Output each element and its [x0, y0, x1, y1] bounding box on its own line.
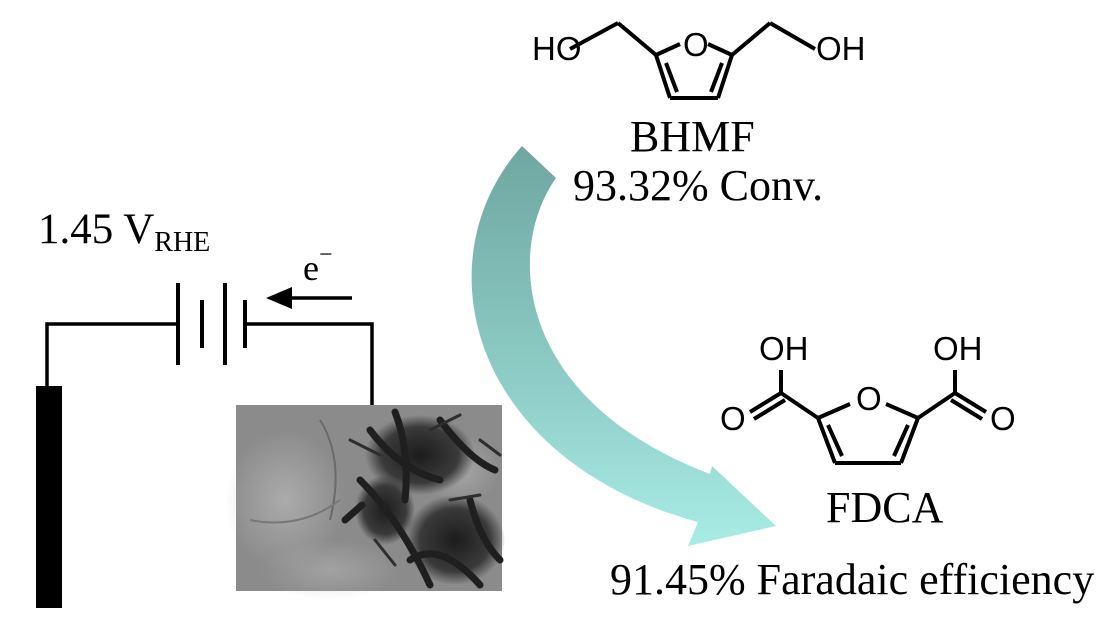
- battery-symbol: [176, 283, 247, 365]
- bhmf-ring-oxygen: O: [683, 26, 709, 63]
- fdca-carbonyl-left: O: [720, 400, 746, 437]
- potential-value: 1.45 V: [38, 206, 155, 253]
- electron-symbol: e: [303, 248, 319, 288]
- circuit-wire: [45, 322, 374, 405]
- fdca-carbonyl-right: O: [990, 400, 1016, 437]
- tem-micrograph: [225, 405, 505, 600]
- electron-charge: −: [318, 242, 333, 268]
- applied-potential-label: 1.45 VRHE: [38, 205, 210, 259]
- bhmf-hydroxyl-left: HO: [532, 30, 582, 67]
- conversion-arrow: [471, 146, 776, 546]
- fdca-name-label: FDCA: [826, 483, 944, 532]
- fdca-hydroxyl-left: OH: [759, 330, 809, 367]
- fdca-ring-oxygen: O: [856, 380, 882, 417]
- fdca-efficiency-label: 91.45% Faradaic efficiency: [610, 555, 1095, 604]
- counter-electrode: [36, 386, 62, 608]
- bhmf-name-label: BHMF: [630, 112, 755, 161]
- electron-flow-arrow: [266, 287, 352, 309]
- potential-reference: RHE: [154, 227, 211, 258]
- fdca-structure: [748, 370, 988, 465]
- bhmf-hydroxyl-right: OH: [816, 30, 866, 67]
- fdca-hydroxyl-right: OH: [933, 330, 983, 367]
- electron-label: e−: [303, 242, 333, 289]
- bhmf-conversion-label: 93.32% Conv.: [573, 161, 824, 210]
- bhmf-structure: [569, 21, 817, 100]
